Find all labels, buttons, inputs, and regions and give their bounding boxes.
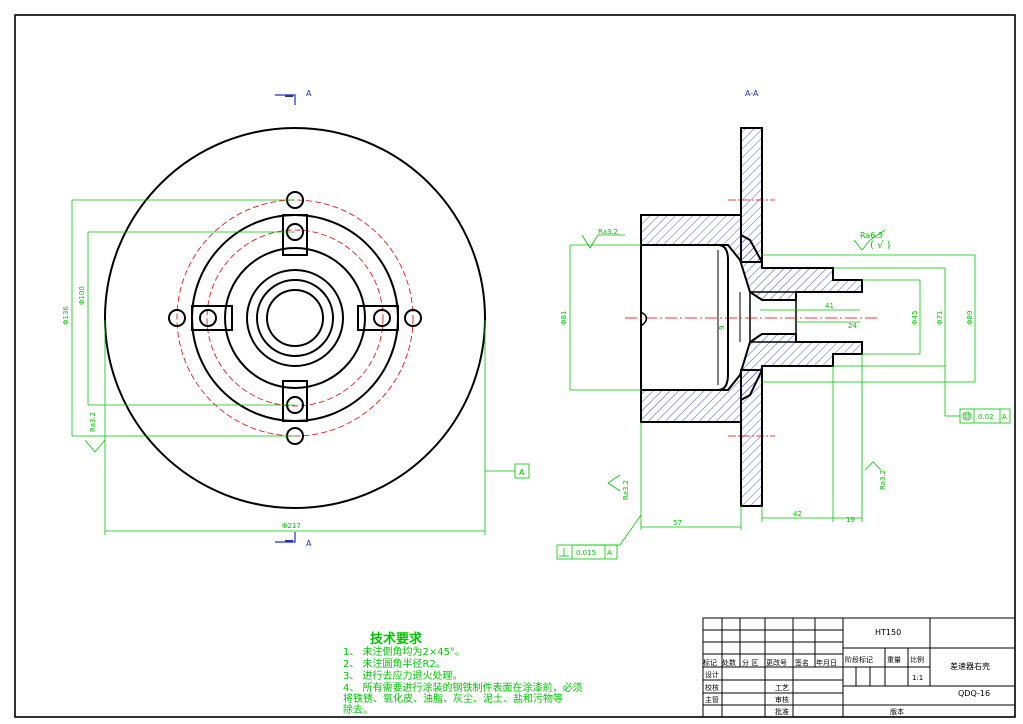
- bore-mid: [256, 279, 334, 357]
- tb-h-sign: 签名: [795, 658, 809, 667]
- lug-hole-left: [199, 309, 217, 327]
- coaxiality-frame: [959, 408, 1011, 424]
- tb-check: 校核: [705, 683, 719, 692]
- section-letter-bottom: A: [306, 539, 312, 548]
- coaxiality-value: 0.02: [978, 413, 994, 421]
- dim-19: 19: [846, 516, 855, 524]
- tb-material: HT150: [875, 628, 901, 637]
- inner-ring-outer: [191, 214, 399, 422]
- dim-inner-diameter: Φ100: [78, 286, 86, 305]
- dim-41: 41: [825, 302, 834, 310]
- bore-outer: [246, 269, 344, 367]
- perpendicularity-value: 0.015: [576, 549, 596, 557]
- dim-45: Φ45: [911, 311, 919, 325]
- bolt-hole-right: [404, 309, 422, 327]
- sheet-border: [14, 14, 1016, 718]
- roughness-section-left: Ra3.2: [622, 480, 630, 500]
- tb-version: 版本: [890, 707, 904, 716]
- lug-top: [282, 214, 308, 256]
- tech-req-item-4c: 除去。: [343, 703, 373, 716]
- lug-hole-right: [373, 309, 391, 327]
- title-block: [702, 617, 1016, 718]
- tech-req-item-4b: 将铁锈、氧化皮、油脂、灰尘、泥土、盐和污物等: [343, 692, 563, 705]
- roughness-section-top: Ra3.2: [598, 228, 618, 236]
- dim-24: 24: [848, 322, 857, 330]
- tb-h-change: 更改号: [766, 658, 787, 667]
- dim-71: Φ71: [936, 311, 944, 325]
- tb-h-date: 年月日: [816, 658, 837, 667]
- tb-h-weight: 重量: [887, 656, 901, 664]
- dim-outer-diameter: Φ217: [282, 522, 301, 530]
- body-section-top: [640, 214, 863, 301]
- dim-bolt-circle-diameter: Φ136: [62, 306, 70, 325]
- inner-cavity: [640, 244, 729, 391]
- section-marker-top: [275, 94, 296, 105]
- tb-h-count: 处数: [722, 658, 736, 667]
- section-letter-top: A: [306, 89, 312, 98]
- lug-bottom: [282, 380, 308, 422]
- perpendicularity-frame: [556, 544, 618, 560]
- dim-42: 42: [793, 510, 802, 518]
- tb-part-name: 差速器右壳: [950, 661, 990, 671]
- tech-req-item-3: 3、 进行去应力退火处理。: [343, 669, 463, 682]
- bore-inner: [266, 289, 324, 347]
- tech-req-title: 技术要求: [370, 631, 423, 647]
- roughness-front: Ra3.2: [89, 412, 97, 432]
- perpendicularity-datum: A: [607, 549, 612, 557]
- tb-h-scale: 比例: [910, 655, 924, 664]
- roughness-section-right: Ra3.2: [879, 470, 887, 490]
- tb-h-stage: 阶段标记: [845, 655, 873, 664]
- tb-process: 工艺: [775, 684, 789, 692]
- section-view-title: A-A: [745, 89, 759, 98]
- datum-a-box: [514, 463, 530, 479]
- coaxiality-datum: A: [1002, 413, 1007, 421]
- tb-supervisor: 主管: [705, 695, 719, 704]
- bolt-hole-left: [168, 309, 186, 327]
- tech-req-item-1: 1、 未注倒角均为2×45°。: [343, 645, 465, 658]
- hub-circle: [224, 247, 366, 389]
- dim-bore-81: Φ81: [560, 311, 568, 325]
- dim-89: Φ89: [966, 311, 974, 325]
- tb-design: 设计: [705, 670, 719, 679]
- roughness-general-note: ( √ ): [870, 240, 891, 251]
- dim-9: 9: [718, 326, 726, 330]
- tb-scale-value: 1:1: [912, 674, 923, 682]
- tb-h-zone: 分 区: [742, 658, 758, 667]
- outer-flange-circle: [104, 127, 486, 509]
- tech-req-item-4: 4、 所有需要进行涂装的钢铁制件表面在涂漆前，必须: [343, 681, 583, 694]
- inner-bore: [749, 291, 797, 343]
- front-view: A Φ217 Φ136 Φ100 Ra3.2: [62, 127, 530, 535]
- tb-approve: 批准: [775, 707, 789, 716]
- tb-drawing-no: QDQ-16: [958, 689, 990, 698]
- datum-a-label: A: [519, 468, 525, 477]
- lug-left: [191, 305, 233, 331]
- ref-circle: [206, 229, 384, 407]
- body-section-bottom: [640, 333, 863, 423]
- bolt-circle: [176, 199, 414, 437]
- tb-h-mark: 标记: [703, 658, 717, 667]
- roughness-general: Ra6.3: [860, 231, 883, 240]
- tb-review: 审核: [775, 695, 789, 704]
- lug-right: [357, 305, 399, 331]
- dim-57: 57: [673, 519, 682, 527]
- section-view: Ra3.2 Ra6.3 ( √ ) Φ81 9 41 24 Φ45 Φ71 Φ8…: [556, 127, 1011, 560]
- section-marker-bottom: [275, 532, 296, 543]
- tech-req-item-2: 2、 未注圆角半径R2。: [343, 657, 446, 670]
